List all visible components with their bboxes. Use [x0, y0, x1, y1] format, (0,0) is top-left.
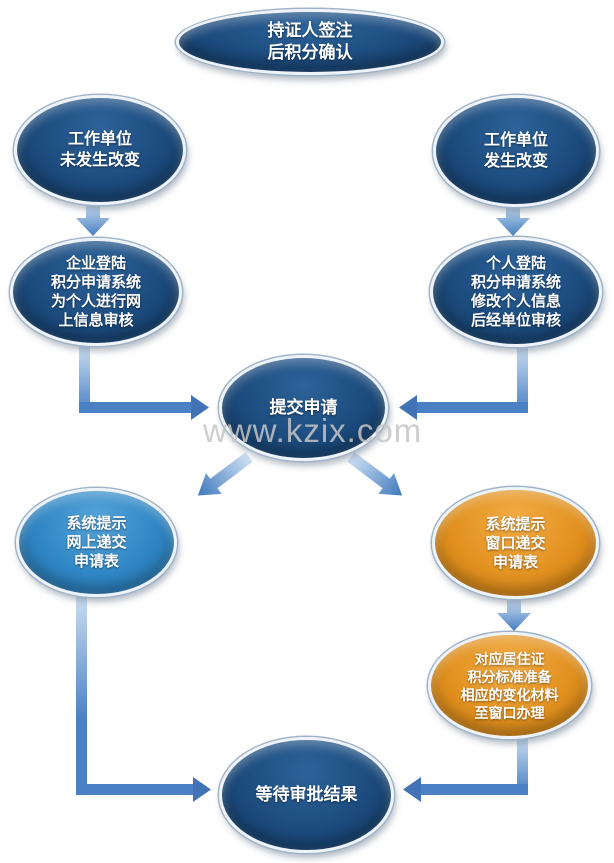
node-start: 持证人签注 后积分确认 — [176, 9, 444, 75]
node-prepare-materials: 对应居住证 积分标准准备 相应的变化材料 至窗口办理 — [428, 632, 591, 739]
arrow-work-changed-to-personal-login — [496, 204, 530, 236]
arrow-work-unchanged-to-enterprise-login — [76, 204, 110, 236]
arrow-prepare-materials-to-wait-result — [403, 736, 528, 802]
arrow-window-submit-to-prepare-materials — [497, 599, 531, 631]
node-window-submit: 系统提示 窗口递交 申请表 — [432, 487, 599, 599]
arrow-enterprise-login-to-submit — [79, 341, 209, 420]
node-work-unchanged: 工作单位 未发生改变 — [14, 95, 186, 205]
arrow-online-submit-to-wait-result — [76, 593, 211, 802]
node-work-changed: 工作单位 发生改变 — [433, 95, 599, 207]
node-online-submit: 系统提示 网上递交 申请表 — [16, 488, 177, 597]
node-wait-result: 等待审批结果 — [219, 737, 394, 853]
node-personal-login: 个人登陆 积分申请系统 修改个人信息 后经单位审核 — [430, 237, 602, 347]
watermark: www.kzix.com — [203, 412, 423, 449]
node-enterprise-login: 企业登陆 积分申请系统 为个人进行网 上信息审核 — [10, 238, 182, 346]
arrow-submit-to-online-submit — [197, 452, 253, 496]
arrow-personal-login-to-submit — [399, 341, 528, 420]
arrow-submit-to-window-submit — [347, 452, 403, 496]
node-submit-application: 提交申请 — [219, 355, 388, 461]
